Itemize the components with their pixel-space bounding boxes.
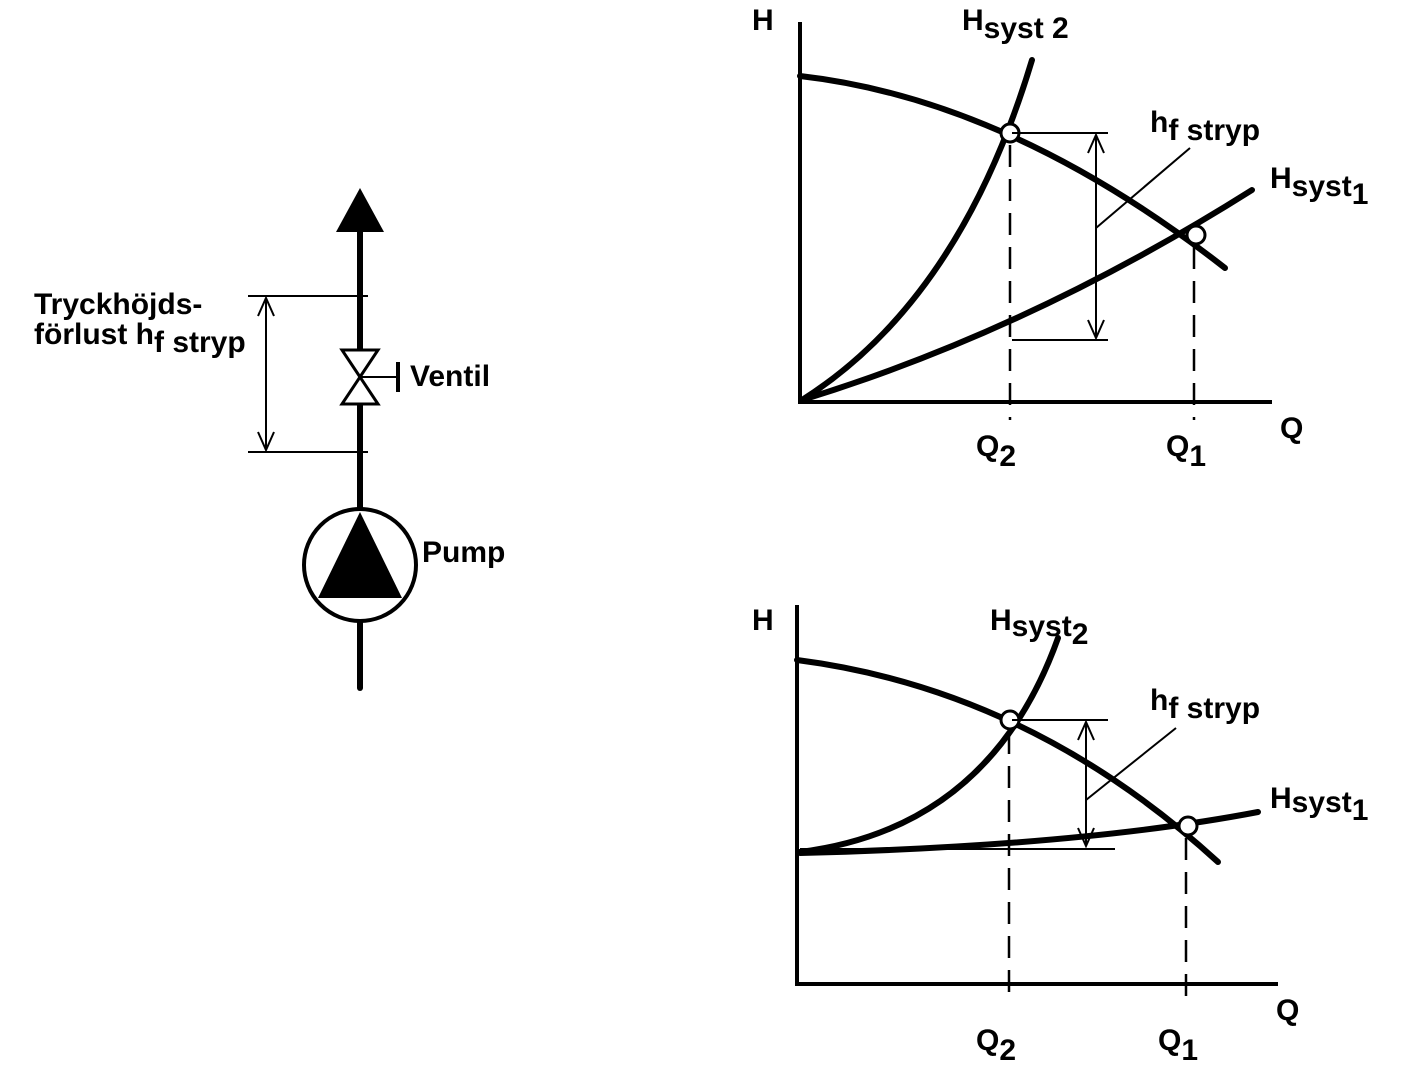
top-q2-label: Q2 — [976, 430, 1016, 473]
top-loss-arrow-down-icon — [1087, 319, 1105, 341]
bottom-system-curve-2 — [797, 635, 1061, 855]
bottom-curve1-label: Hsyst1 — [1270, 782, 1368, 827]
top-curve1-label: Hsyst1 — [1270, 162, 1368, 211]
valve-icon — [339, 348, 400, 406]
top-loss-label: hf stryp — [1150, 106, 1260, 147]
bottom-operating-point-1 — [1177, 815, 1199, 837]
top-x-axis-label: Q — [1280, 412, 1303, 445]
pump-schematic: Tryckhöjds- förlust hf stryp Ventil Pump — [34, 188, 505, 691]
loss-arrow-up-icon — [257, 295, 275, 317]
top-system-curve-2 — [799, 57, 1035, 403]
top-operating-point-1 — [1185, 224, 1207, 246]
bottom-curve2-label: Hsyst2 — [990, 604, 1088, 651]
bottom-x-axis-label: Q — [1276, 994, 1299, 1027]
bottom-q2-label: Q2 — [976, 1024, 1016, 1067]
bottom-system-curve-1 — [797, 809, 1261, 856]
bottom-loss-arrow-down-icon — [1077, 827, 1095, 849]
top-q1-label: Q1 — [1166, 430, 1206, 473]
loss-arrow-down-icon — [257, 431, 275, 453]
bottom-q1-label: Q1 — [1158, 1024, 1198, 1067]
top-curve2-label: Hsyst 2 — [962, 4, 1069, 45]
graph-bottom: H Q Hsyst2 hf stryp Hsyst1 — [752, 604, 1368, 1067]
bottom-loss-arrow-up-icon — [1077, 719, 1095, 741]
bottom-y-axis-label: H — [752, 604, 774, 637]
flow-arrow-icon — [336, 188, 384, 232]
valve-label: Ventil — [410, 360, 490, 393]
top-loss-leader — [1095, 147, 1191, 229]
pump-label: Pump — [422, 536, 505, 569]
graph-top: H Q Hsyst 2 hf stryp Hsyst1 Q2 — [752, 4, 1368, 473]
bottom-loss-leader — [1085, 727, 1177, 801]
loss-label-line2: förlust hf stryp — [34, 318, 246, 359]
bottom-loss-label: hf stryp — [1150, 684, 1260, 725]
top-loss-arrow-up-icon — [1087, 132, 1105, 154]
top-y-axis-label: H — [752, 4, 774, 37]
pump-icon — [302, 507, 418, 623]
top-system-curve-1 — [799, 187, 1255, 403]
loss-label-line1: Tryckhöjds- — [34, 288, 202, 321]
